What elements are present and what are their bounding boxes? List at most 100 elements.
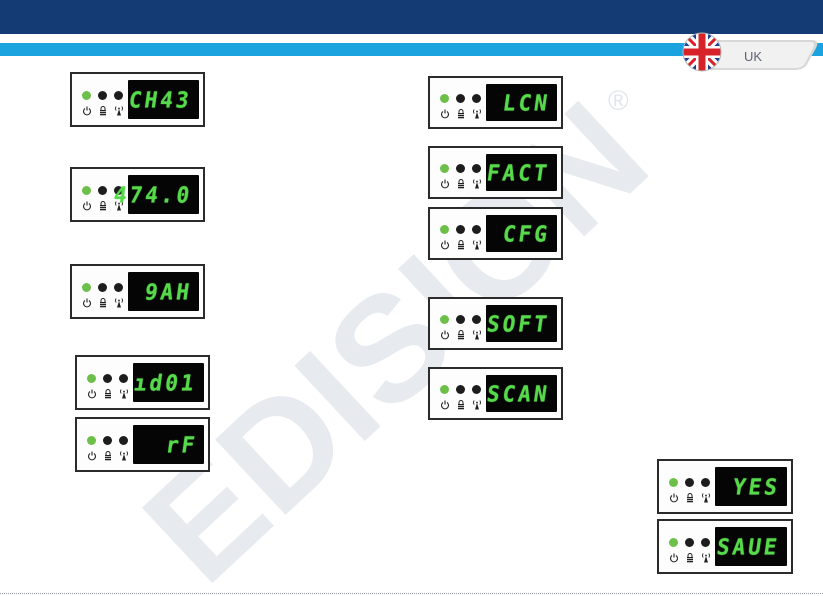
signal-antenna-icon (701, 492, 711, 503)
lock-led (456, 94, 465, 103)
power-led (440, 94, 449, 103)
led-display: rF (133, 425, 204, 464)
display-panel-rf: rF (75, 417, 210, 472)
led-display: FACT (486, 154, 557, 191)
signal-antenna-icon (114, 297, 124, 308)
lock-icon (456, 399, 466, 410)
lock-led (103, 436, 112, 445)
power-icon (82, 200, 92, 211)
led-display-text: ıd01 (133, 370, 199, 395)
signal-antenna-icon (119, 388, 129, 399)
lock-led (685, 478, 694, 487)
led-display: LCN (486, 84, 557, 121)
led-display-text: SCAN (486, 381, 552, 406)
display-panel-fact: FACT (428, 146, 563, 199)
signal-antenna-icon (472, 329, 482, 340)
lock-led (98, 186, 107, 195)
signal-led (119, 374, 128, 383)
signal-led (119, 436, 128, 445)
power-icon (669, 552, 679, 563)
header-bar (0, 0, 823, 34)
lock-icon (456, 108, 466, 119)
led-display-text: YES (731, 474, 781, 499)
watermark-text: EDISION (112, 70, 678, 596)
power-icon (669, 492, 679, 503)
power-led (669, 478, 678, 487)
led-display: CH43 (128, 80, 199, 119)
display-panel-9ah: 9AH (70, 264, 205, 319)
led-display-text: FACT (486, 160, 552, 185)
lock-icon (103, 388, 113, 399)
display-panel-saue: SAUE (657, 519, 793, 574)
lock-led (456, 225, 465, 234)
power-led (440, 385, 449, 394)
power-icon (82, 297, 92, 308)
lock-led (98, 91, 107, 100)
power-icon (440, 399, 450, 410)
power-led (669, 538, 678, 547)
display-panel-474: 474.0 (70, 167, 205, 222)
power-led (440, 315, 449, 324)
lock-icon (98, 200, 108, 211)
signal-led (701, 538, 710, 547)
power-icon (87, 388, 97, 399)
led-display: CFG (486, 215, 557, 252)
display-panel-soft: SOFT (428, 297, 563, 350)
uk-language-badge: UK (680, 30, 820, 74)
power-led (87, 374, 96, 383)
display-panel-ch43: CH43 (70, 72, 205, 127)
display-panel-yes: YES (657, 459, 793, 514)
page-edge-line (0, 593, 823, 594)
power-icon (440, 108, 450, 119)
led-display-text: 474.0 (112, 182, 194, 207)
signal-led (114, 283, 123, 292)
power-led (82, 186, 91, 195)
power-led (82, 283, 91, 292)
display-panel-cfg: CFG (428, 207, 563, 260)
led-display: SOFT (486, 305, 557, 342)
lock-icon (685, 552, 695, 563)
power-led (440, 164, 449, 173)
led-display-text: SAUE (716, 534, 782, 559)
power-led (82, 91, 91, 100)
power-icon (87, 450, 97, 461)
signal-led (472, 225, 481, 234)
power-icon (440, 239, 450, 250)
led-display-text: LCN (501, 90, 551, 115)
signal-antenna-icon (472, 399, 482, 410)
led-display-text: 9AH (143, 279, 193, 304)
signal-led (472, 385, 481, 394)
signal-antenna-icon (119, 450, 129, 461)
led-display: SAUE (715, 527, 787, 566)
power-icon (440, 329, 450, 340)
flag-label: UK (744, 49, 762, 64)
signal-antenna-icon (472, 178, 482, 189)
display-panel-scan: SCAN (428, 367, 563, 420)
led-display-text: CH43 (128, 87, 194, 112)
lock-led (456, 164, 465, 173)
signal-led (701, 478, 710, 487)
lock-led (456, 315, 465, 324)
signal-led (114, 91, 123, 100)
led-display-text: rF (164, 432, 199, 457)
led-display: 474.0 (128, 175, 199, 214)
lock-led (456, 385, 465, 394)
watermark-registered-mark: ® (608, 85, 629, 116)
led-display-text: SOFT (486, 311, 552, 336)
signal-antenna-icon (701, 552, 711, 563)
lock-led (685, 538, 694, 547)
power-led (87, 436, 96, 445)
signal-led (472, 315, 481, 324)
lock-icon (456, 329, 466, 340)
lock-icon (98, 105, 108, 116)
signal-antenna-icon (472, 239, 482, 250)
led-display: SCAN (486, 375, 557, 412)
power-icon (82, 105, 92, 116)
lock-led (103, 374, 112, 383)
lock-icon (103, 450, 113, 461)
lock-icon (456, 178, 466, 189)
led-display: ıd01 (133, 363, 204, 402)
lock-led (98, 283, 107, 292)
signal-led (472, 94, 481, 103)
lock-icon (685, 492, 695, 503)
